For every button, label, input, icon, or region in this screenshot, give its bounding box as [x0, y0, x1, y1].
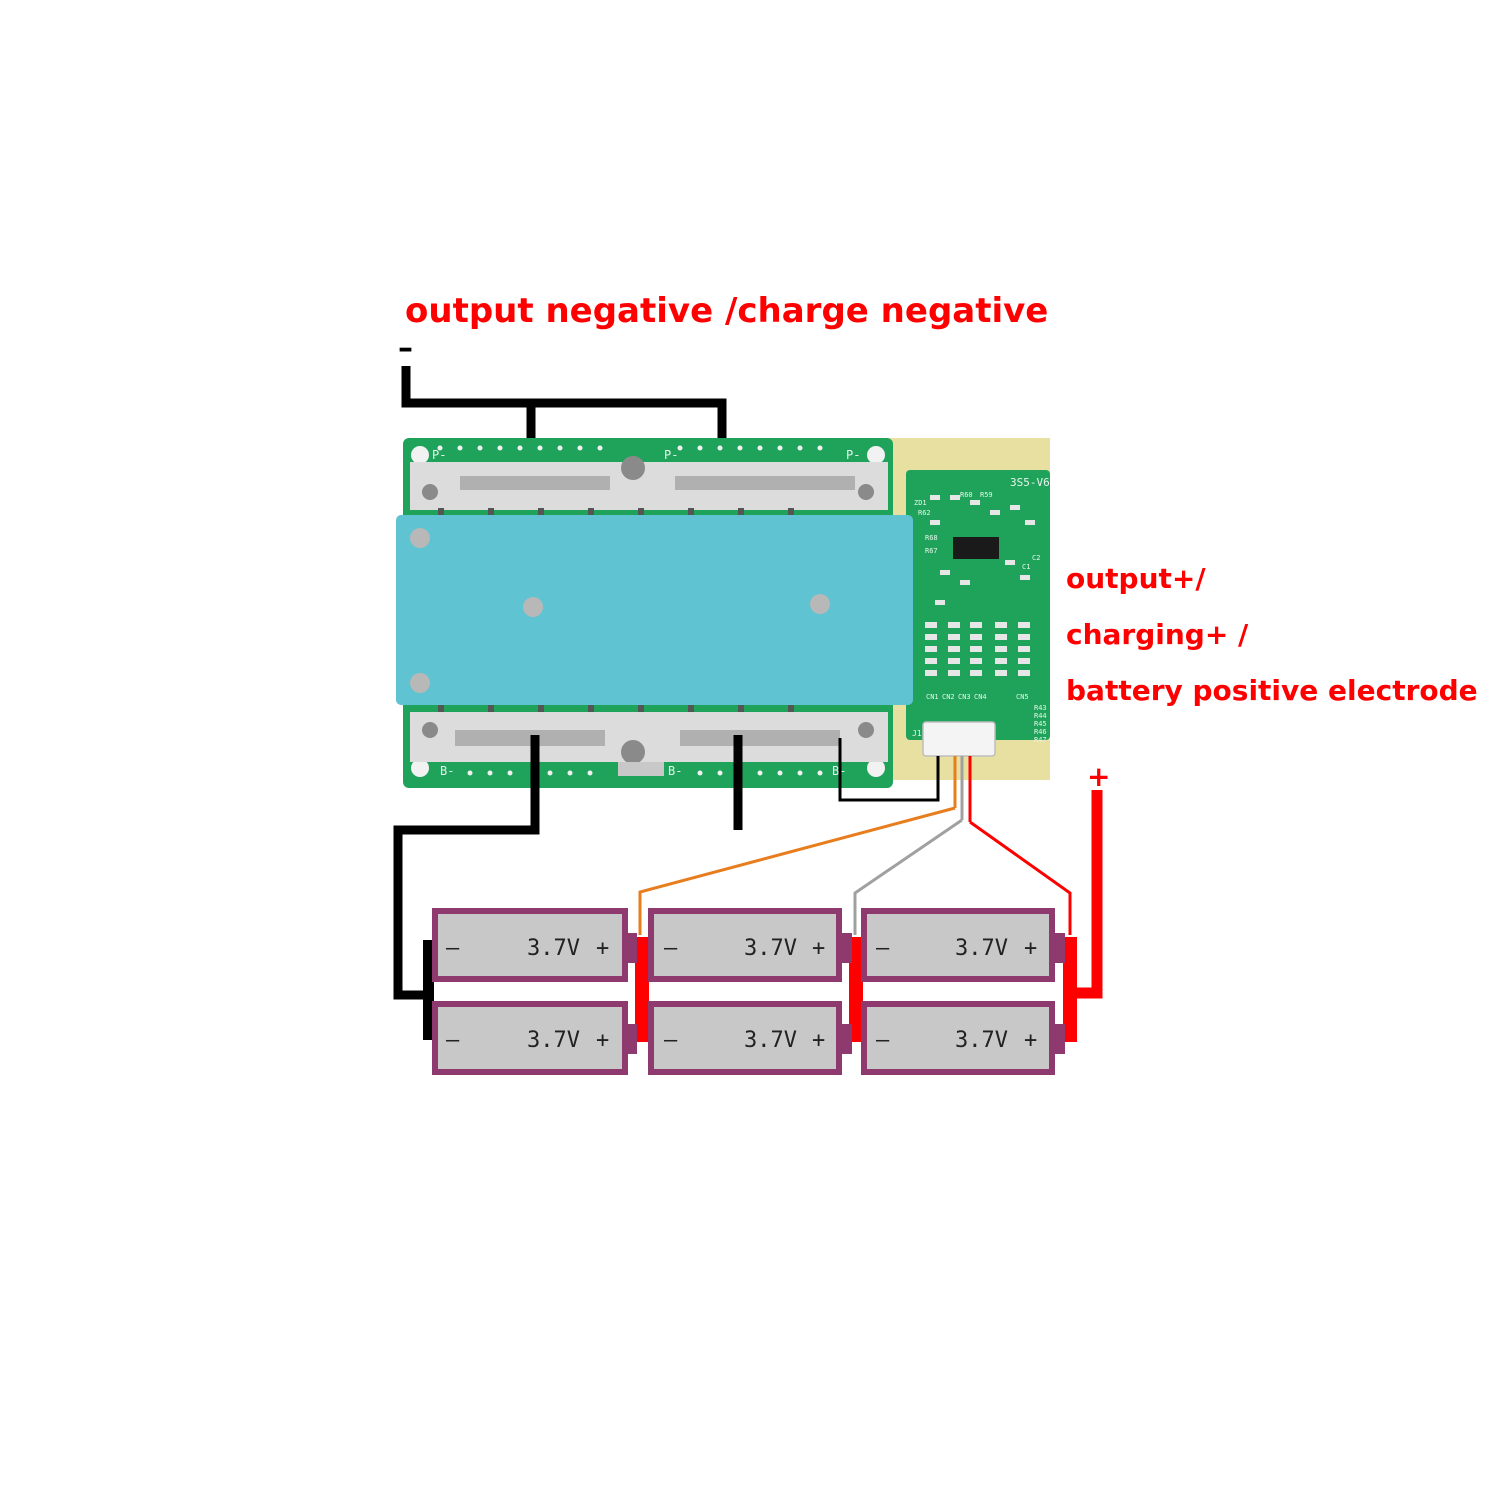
output-negative-label: output negative /charge negative	[405, 291, 1048, 331]
series-link-bar	[635, 937, 649, 1042]
svg-text:R43: R43	[1034, 704, 1047, 712]
balance-wire-orange	[638, 806, 956, 935]
svg-text:–: –	[446, 1028, 460, 1053]
svg-text:+: +	[1024, 1028, 1037, 1053]
svg-text:–: –	[876, 936, 890, 961]
board-model-label: 3S5-V6	[1010, 476, 1050, 489]
svg-text:3.7V: 3.7V	[744, 1028, 797, 1053]
svg-text:–: –	[876, 1028, 890, 1053]
pad-label-p-minus: P-	[664, 448, 678, 462]
svg-text:C1: C1	[1022, 563, 1030, 571]
svg-text:+: +	[812, 936, 825, 961]
mount-hole	[411, 446, 429, 464]
svg-text:R68: R68	[925, 534, 938, 542]
svg-text:CN1: CN1	[926, 693, 939, 701]
svg-text:–: –	[664, 1028, 678, 1053]
svg-text:CN5: CN5	[1016, 693, 1029, 701]
negative-bus-bar	[423, 940, 434, 1040]
battery-cell: – 3.7V +	[648, 908, 852, 982]
battery-cell: – 3.7V +	[432, 1001, 637, 1075]
svg-text:+: +	[596, 936, 609, 961]
svg-text:R59: R59	[980, 491, 993, 499]
component-labels: R60 R59 R62 ZD1 R68 R67 C1 C2 CN1 CN2 CN…	[914, 491, 1047, 744]
mount-hole	[867, 759, 885, 777]
balance-resistor-array	[925, 622, 1030, 676]
balance-wire-black	[838, 738, 940, 802]
svg-text:R60: R60	[960, 491, 973, 499]
battery-cell: – 3.7V +	[648, 1001, 852, 1075]
control-ic	[953, 537, 999, 559]
negative-sign: –	[398, 331, 413, 366]
heatsink	[396, 515, 913, 705]
battery-negative-wire	[393, 735, 743, 1000]
bms-pcb: P- P- P- B- B- B-	[396, 438, 1050, 788]
via-row-bottom	[467, 770, 823, 776]
heatsink-screw	[810, 594, 830, 614]
solder-strip-top	[410, 462, 888, 510]
svg-text:R45: R45	[1034, 720, 1047, 728]
svg-text:CN3: CN3	[958, 693, 971, 701]
battery-cell: – 3.7V +	[861, 1001, 1065, 1075]
mount-hole	[867, 446, 885, 464]
svg-text:3.7V: 3.7V	[744, 936, 797, 961]
heatsink-screw	[410, 673, 430, 693]
svg-text:+: +	[812, 1028, 825, 1053]
positive-bus-bar	[1063, 937, 1077, 1042]
svg-text:R46: R46	[1034, 728, 1047, 736]
balance-wire-gray	[853, 818, 963, 935]
svg-text:3.7V: 3.7V	[955, 1028, 1008, 1053]
pad-label-b-minus: B-	[440, 764, 454, 778]
balance-wire-red	[969, 820, 1072, 935]
svg-text:3.7V: 3.7V	[955, 936, 1008, 961]
svg-text:+: +	[596, 1028, 609, 1053]
solder-strip-bottom	[410, 712, 888, 762]
svg-text:R62: R62	[918, 509, 931, 517]
pad-label-b-minus: B-	[668, 764, 682, 778]
series-link-bar	[849, 937, 863, 1042]
balance-leads	[638, 756, 1072, 935]
svg-text:R67: R67	[925, 547, 938, 555]
svg-text:CN2: CN2	[942, 693, 955, 701]
output-positive-label-line1: output+/	[1066, 562, 1206, 595]
battery-cell: – 3.7V +	[861, 908, 1065, 982]
svg-text:–: –	[446, 936, 460, 961]
output-positive-label-line3: battery positive electrode	[1066, 674, 1478, 707]
mosfet-pins	[438, 508, 794, 712]
svg-text:CN4: CN4	[974, 693, 987, 701]
via-row-top	[437, 445, 823, 451]
svg-text:3.7V: 3.7V	[527, 936, 580, 961]
svg-text:+: +	[1024, 936, 1037, 961]
smd-components	[930, 495, 1035, 605]
positive-sign: +	[1087, 760, 1110, 793]
connector-label: J1	[912, 729, 922, 738]
pad-label-p-minus: P-	[432, 448, 446, 462]
battery-positive-wire	[1072, 790, 1103, 999]
svg-text:3.7V: 3.7V	[527, 1028, 580, 1053]
heatsink-screw	[523, 597, 543, 617]
balance-connector	[922, 721, 996, 757]
mount-hole	[411, 759, 429, 777]
svg-text:R44: R44	[1034, 712, 1047, 720]
battery-cell: – 3.7V +	[432, 908, 637, 982]
svg-text:ZD1: ZD1	[914, 499, 927, 507]
pad-label-p-minus: P-	[846, 448, 860, 462]
heatsink-screw	[410, 528, 430, 548]
svg-text:C2: C2	[1032, 554, 1040, 562]
pcb-control-board	[906, 470, 1050, 740]
svg-text:–: –	[664, 936, 678, 961]
output-positive-label-line2: charging+ /	[1066, 618, 1249, 651]
svg-text:R47: R47	[1034, 736, 1047, 744]
